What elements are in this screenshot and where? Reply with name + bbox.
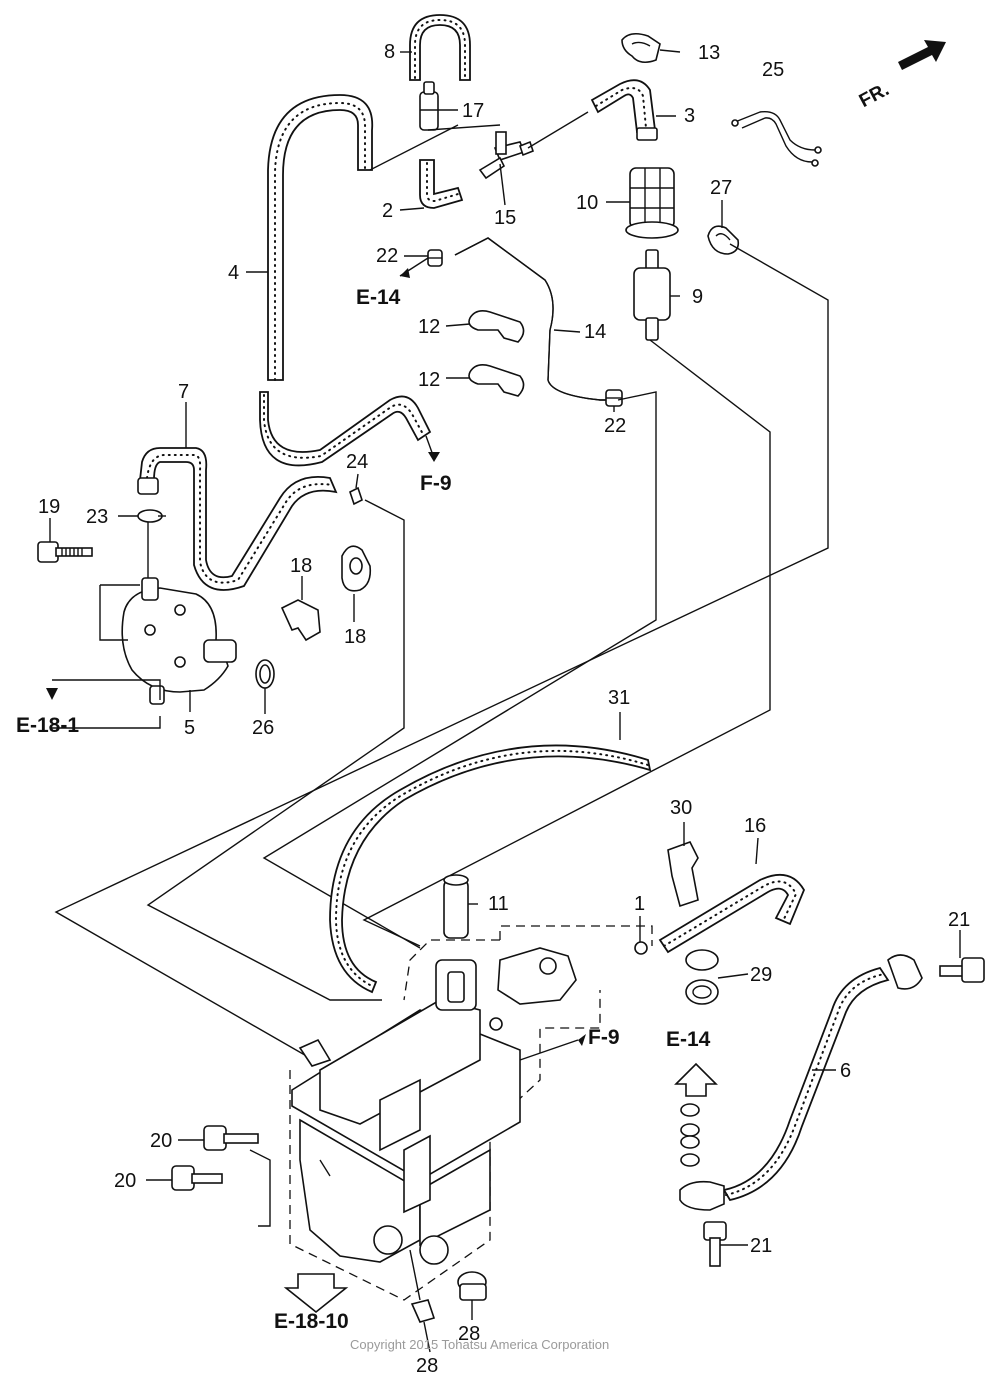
label-part-26: 26: [252, 717, 274, 739]
label-part-6: 6: [840, 1060, 851, 1082]
ref-e18-1-arrow-icon: [46, 688, 58, 700]
label-part-15: 15: [494, 207, 516, 229]
label-part-17: 17: [462, 100, 484, 122]
bolt-leader: [249, 1149, 271, 1227]
part-29-clamp: [685, 949, 719, 1005]
label-part-20-lower: 20: [114, 1170, 136, 1192]
ref-e14-arrow-icon: [400, 268, 410, 278]
label-part-23: 23: [86, 506, 108, 528]
label-part-16: 16: [744, 815, 766, 837]
part-5-fuel-pump: [121, 577, 237, 705]
part-2-elbow: [419, 159, 464, 209]
part-8-hose: [409, 14, 471, 81]
vapor-separator-assembly: [289, 925, 653, 1301]
arrow-up-icon: [674, 1062, 718, 1097]
label-part-4: 4: [228, 262, 239, 284]
ref-e18-1: E-18-1: [16, 714, 79, 737]
label-part-31: 31: [608, 687, 630, 709]
ref-e14-top: E-14: [356, 286, 401, 309]
label-part-12-top: 12: [418, 316, 440, 338]
label-part-2: 2: [382, 200, 393, 222]
label-part-20-upper: 20: [150, 1130, 172, 1152]
part-30-clip: [667, 841, 699, 908]
label-part-3: 3: [684, 105, 695, 127]
ref-f9-top: F-9: [420, 472, 452, 495]
label-part-30: 30: [670, 797, 692, 819]
label-part-18-bottom: 18: [344, 626, 366, 648]
part-27-clip: [707, 225, 740, 255]
part-12-clip-top: [468, 310, 525, 343]
label-part-12-bottom: 12: [418, 369, 440, 391]
label-part-1: 1: [634, 893, 645, 915]
label-part-22-bottom: 22: [604, 415, 626, 437]
ref-e14-bottom: E-14: [666, 1028, 711, 1051]
part-10-strainer: [625, 167, 679, 239]
connection-lines: [52, 111, 829, 1059]
part-18-clamp-right: [341, 545, 372, 592]
part-15-t-joint: [478, 131, 534, 180]
copyright-notice: Copyright 2015 Tohatsu America Corporati…: [350, 1337, 609, 1352]
front-direction-indicator: FR.: [856, 40, 946, 112]
label-part-11: 11: [488, 893, 509, 915]
label-part-18-top: 18: [290, 555, 312, 577]
part-6-hose: [679, 954, 923, 1211]
part-21-bolt-bottom: [703, 1221, 727, 1267]
part-28-plug-left: [409, 1249, 436, 1323]
label-part-22-top: 22: [376, 245, 398, 267]
part-21-bolt-top: [939, 957, 985, 983]
part-17-connector: [419, 81, 439, 131]
part-23-clip: [137, 509, 166, 523]
label-part-8: 8: [384, 41, 395, 63]
front-label: FR.: [856, 79, 893, 112]
part-7-hose: [137, 447, 338, 591]
part-4-hose: [259, 94, 432, 467]
front-arrow-icon: [898, 40, 946, 70]
part-11-sleeve: [443, 874, 469, 939]
ref-f9-arrow-icon: [428, 452, 440, 462]
part-22-clamp-bottom: [605, 389, 623, 407]
label-part-24: 24: [346, 451, 368, 473]
part-3-hose: [590, 79, 658, 141]
part-28-plug-right: [457, 1271, 487, 1301]
label-part-19: 19: [38, 496, 60, 518]
label-part-28-left: 28: [416, 1355, 438, 1377]
part-31-hose: [329, 744, 652, 994]
part-20-bolt-upper: [203, 1125, 259, 1151]
ref-f9-bottom: F-9: [588, 1026, 620, 1049]
part-13-clip: [621, 32, 661, 64]
part-24-clamp: [349, 486, 363, 506]
arrow-down-icon: [283, 1273, 349, 1314]
part-16-hose: [658, 873, 806, 954]
label-part-25: 25: [762, 59, 784, 81]
part-18-clamp-left: [280, 599, 321, 642]
label-part-9: 9: [692, 286, 703, 308]
label-leaders: [49, 49, 961, 1353]
label-part-29: 29: [750, 964, 772, 986]
part-14-hose: [454, 237, 612, 401]
part-20-bolt-lower: [171, 1165, 223, 1191]
ref-e18-10: E-18-10: [274, 1310, 349, 1333]
part-19-bolt: [37, 541, 93, 563]
part-26-o-ring: [255, 659, 275, 689]
label-part-21-top: 21: [948, 909, 970, 931]
part-22-clamp-top: [427, 249, 443, 267]
label-part-5: 5: [184, 717, 195, 739]
part-1-clamp: [634, 941, 648, 955]
label-part-7: 7: [178, 381, 189, 403]
label-part-13: 13: [698, 42, 720, 64]
label-part-27: 27: [710, 177, 732, 199]
part-25-wire-clip: [731, 110, 822, 167]
label-part-14: 14: [584, 321, 606, 343]
washer-stack: [680, 1103, 700, 1167]
label-part-28-right: 28: [458, 1323, 480, 1345]
label-part-10: 10: [576, 192, 598, 214]
part-9-fuel-filter: [633, 249, 671, 341]
part-12-clip-bottom: [468, 364, 525, 397]
label-part-21-bottom: 21: [750, 1235, 772, 1257]
